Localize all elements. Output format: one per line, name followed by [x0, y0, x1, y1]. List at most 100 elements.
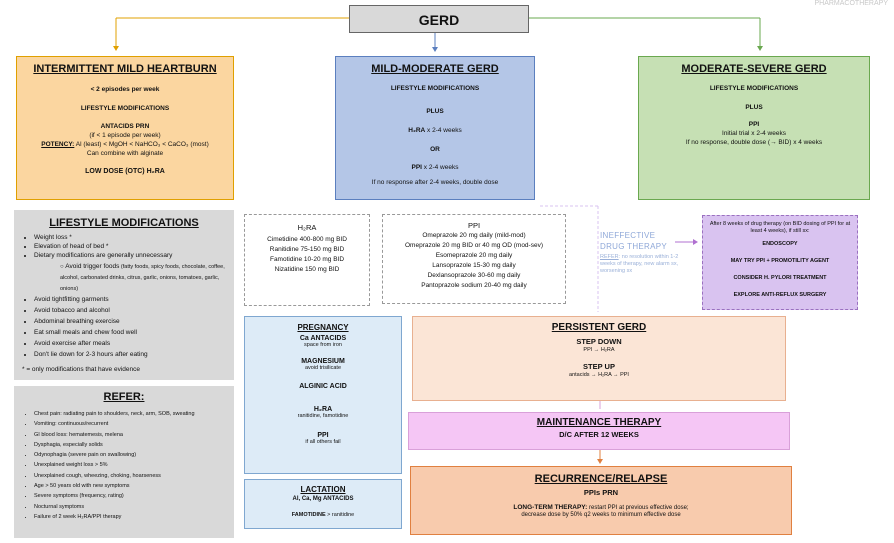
- maintenance-box: MAINTENANCE THERAPY D/C AFTER 12 WEEKS: [408, 412, 790, 450]
- refer-item: Dysphagia, especially solids: [34, 440, 234, 450]
- persistent-step-down: STEP DOWN: [576, 337, 622, 346]
- ppi-dose: Esomeprazole 20 mg daily: [435, 252, 513, 259]
- lifestyle-title: LIFESTYLE MODIFICATIONS: [49, 217, 199, 229]
- pregnancy-title: PREGNANCY: [297, 323, 349, 332]
- h2ra-dose: Cimetidine 400-800 mg BID: [267, 236, 347, 243]
- trigger-foods-label: Avoid trigger foods: [65, 263, 120, 270]
- arrow-recurrence: [597, 459, 603, 464]
- moderate-line5: PPI x 2-4 weeks: [336, 163, 534, 172]
- h2ra-dosing-box: H₂RA Cimetidine 400-800 mg BID Ranitidin…: [244, 214, 370, 306]
- h2ra-dose: Famotidine 10-20 mg BID: [269, 256, 345, 263]
- after-8-item: ENDOSCOPY: [762, 241, 798, 247]
- mild-moderate-box: MILD-MODERATE GERD LIFESTYLE MODIFICATIO…: [335, 56, 535, 200]
- pregnancy-h2ra-note: ranitidine, famotidine: [297, 413, 349, 419]
- lactation-famotidine: FAMOTIDINE: [291, 512, 326, 518]
- potency-text: Al (least) < MgOH < NaHCO₃ < CaCO₃ (most…: [74, 141, 209, 148]
- mild-potency: POTENCY: Al (least) < MgOH < NaHCO₃ < Ca…: [17, 140, 233, 149]
- ineffective-refer-label: REFER: [600, 254, 619, 260]
- moderate-h2ra: H₂RA: [408, 127, 426, 134]
- refer-item: Chest pain: radiating pain to shoulders,…: [34, 409, 234, 419]
- ineffective-refer: REFER: no resolution within 1-2 weeks of…: [600, 254, 686, 275]
- lifestyle-item: Avoid tobacco and alcohol: [34, 305, 234, 316]
- pregnancy-magnesium: MAGNESIUM: [301, 358, 345, 365]
- lifestyle-item: Avoid exercise after meals: [34, 338, 234, 349]
- refer-box: REFER: Chest pain: radiating pain to sho…: [14, 386, 234, 538]
- persistent-step-up: STEP UP: [583, 362, 615, 371]
- moderate-line6: If no response after 2-4 weeks, double d…: [371, 179, 499, 186]
- lifestyle-item: Eat small meals and chew food well: [34, 327, 234, 338]
- moderate-severe-title: MODERATE-SEVERE GERD: [681, 63, 827, 75]
- lifestyle-list-2: Avoid tightfitting garments Avoid tobacc…: [14, 294, 234, 360]
- refer-item: Failure of 2 week H₂RA/PPI therapy: [34, 512, 234, 522]
- lifestyle-item: Avoid tightfitting garments: [34, 294, 234, 305]
- moderate-ppi-duration: x 2-4 weeks: [421, 164, 459, 171]
- mild-heartburn-title: INTERMITTENT MILD HEARTBURN: [33, 63, 217, 75]
- pregnancy-box: PREGNANCY Ca ANTACIDS space from iron MA…: [244, 316, 402, 474]
- recurrence-line3: decrease dose by 50% q2 weeks to minimum…: [521, 512, 681, 518]
- refer-item: GI blood loss: hematemesis, melena: [34, 430, 234, 440]
- refer-item: Unexplained weight loss > 5%: [34, 460, 234, 470]
- ppi-dose: Dexlansoprazole 30-60 mg daily: [427, 272, 521, 279]
- ppi-dose: Pantoprazole sodium 20-40 mg daily: [421, 282, 527, 289]
- lifestyle-box: LIFESTYLE MODIFICATIONS Weight loss * El…: [14, 210, 234, 380]
- severe-line3: PPI: [748, 121, 760, 128]
- lifestyle-item: Don't lie down for 2-3 hours after eatin…: [34, 349, 234, 360]
- pregnancy-ppi-note: if all others fail: [305, 439, 341, 445]
- lifestyle-item: Elevation of head of bed *: [34, 242, 234, 251]
- refer-list: Chest pain: radiating pain to shoulders,…: [14, 409, 234, 522]
- severe-line2: PLUS: [745, 104, 763, 111]
- refer-item: Vomiting: continuous/recurrent: [34, 419, 234, 429]
- watermark: PHARMACOTHERAPY: [814, 0, 888, 7]
- moderate-ppi: PPI: [411, 164, 422, 171]
- after-8-intro: After 8 weeks of drug therapy (on BID do…: [709, 221, 851, 234]
- lifestyle-item: Dietary modifications are generally unne…: [34, 251, 234, 260]
- moderate-line3: H₂RA x 2-4 weeks: [336, 126, 534, 135]
- persistent-step-down-text: PPI → H₂RA: [583, 347, 615, 353]
- mild-line3: ANTACIDS PRN: [100, 123, 150, 130]
- pregnancy-antacids: Ca ANTACIDS: [299, 335, 347, 342]
- h2ra-dose: Nizatidine 150 mg BID: [274, 266, 340, 273]
- recurrence-longterm-text: restart PPI at previous effective dose;: [587, 505, 689, 511]
- moderate-line4: OR: [430, 146, 440, 153]
- refer-item: Odynophagia (severe pain on swallowing): [34, 450, 234, 460]
- recurrence-title: RECURRENCE/RELAPSE: [534, 473, 668, 485]
- ineffective-block: INEFFECTIVE DRUG THERAPY REFER: no resol…: [600, 230, 686, 275]
- recurrence-line1: PPIs PRN: [583, 488, 619, 497]
- moderate-h2ra-duration: x 2-4 weeks: [425, 127, 462, 134]
- maintenance-title: MAINTENANCE THERAPY: [536, 417, 662, 428]
- after-8-weeks-box: After 8 weeks of drug therapy (on BID do…: [702, 215, 858, 310]
- persistent-gerd-box: PERSISTENT GERD STEP DOWN PPI → H₂RA STE…: [412, 316, 786, 401]
- lifestyle-item: Weight loss *: [34, 233, 234, 242]
- h2ra-dose: Ranitidine 75-150 mg BID: [269, 246, 345, 253]
- arrow-ineffective: [693, 239, 698, 245]
- pregnancy-antacids-note: space from iron: [304, 342, 342, 348]
- arrow-left: [113, 46, 119, 51]
- ineffective-title: INEFFECTIVE DRUG THERAPY: [600, 231, 668, 251]
- h2ra-dosing-title: H₂RA: [297, 223, 317, 232]
- refer-item: Unexplained cough, wheezing, choking, ho…: [34, 471, 234, 481]
- pregnancy-alginic: ALGINIC ACID: [299, 383, 347, 390]
- severe-line1: LIFESTYLE MODIFICATIONS: [709, 85, 799, 92]
- arrow-right: [757, 46, 763, 51]
- pregnancy-h2ra: H₂RA: [313, 406, 333, 413]
- recurrence-longterm: LONG-TERM THERAPY: restart PPI at previo…: [411, 504, 791, 512]
- persistent-title: PERSISTENT GERD: [551, 322, 647, 333]
- lifestyle-list-1: Weight loss * Elevation of head of bed *…: [14, 233, 234, 260]
- mild-moderate-title: MILD-MODERATE GERD: [371, 63, 499, 75]
- lactation-box: LACTATION Al, Ca, Mg ANTACIDS FAMOTIDINE…: [244, 479, 402, 529]
- severe-line4: Initial trial x 2-4 weeks: [722, 130, 786, 137]
- after-8-item: CONSIDER H. PYLORI TREATMENT: [733, 275, 827, 281]
- refer-item: Nocturnal symptoms: [34, 502, 234, 512]
- moderate-severe-box: MODERATE-SEVERE GERD LIFESTYLE MODIFICAT…: [638, 56, 870, 200]
- lactation-title: LACTATION: [300, 485, 346, 494]
- lactation-famotidine-note: > ranitidine: [325, 512, 355, 518]
- trigger-foods-list: (fatty foods, spicy foods, chocolate, co…: [60, 264, 225, 292]
- lactation-line1: Al, Ca, Mg ANTACIDS: [292, 496, 354, 502]
- arrow-center: [432, 47, 438, 52]
- gerd-title: GERD: [418, 12, 460, 28]
- ppi-dose: Lansoprazole 15-30 mg daily: [432, 262, 516, 269]
- gerd-title-box: GERD: [349, 5, 529, 33]
- lifestyle-subitem: ○ Avoid trigger foods (fatty foods, spic…: [60, 263, 225, 292]
- moderate-line2: PLUS: [426, 108, 444, 115]
